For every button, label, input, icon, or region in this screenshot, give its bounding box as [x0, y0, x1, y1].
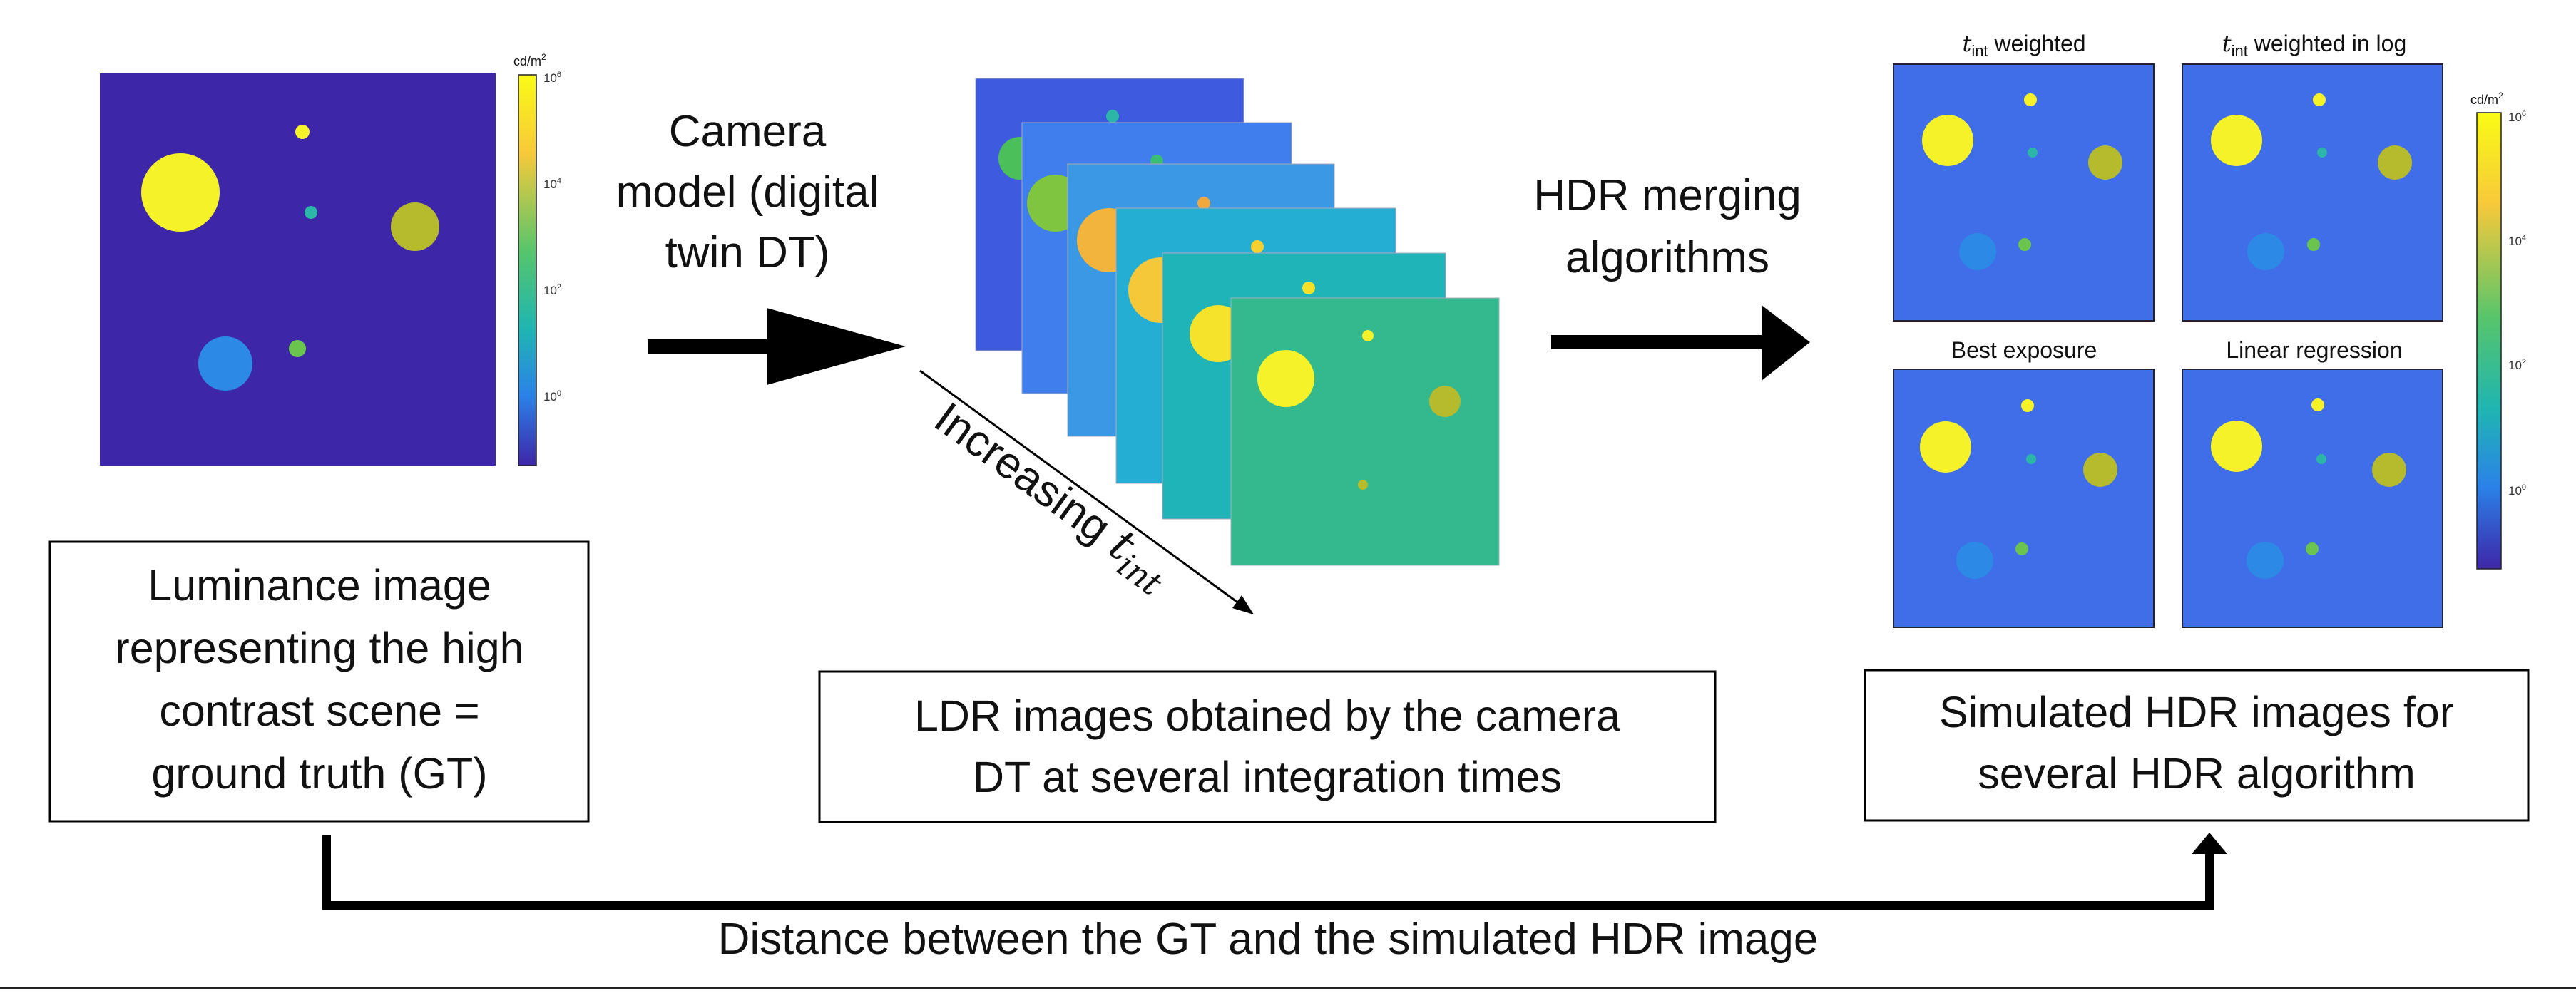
panel-title-bl: Best exposure [1951, 337, 2097, 363]
gt-caption-line-3: contrast scene = [159, 686, 479, 735]
hdr-panel-tr: tint weighted in log [2182, 30, 2443, 322]
hdr-panel-tl: tint weighted [1893, 30, 2155, 322]
gt-colorbar-unit: cd/m2 [513, 52, 546, 68]
gt-image [100, 73, 496, 466]
panel-title-tr: tint weighted in log [2222, 30, 2406, 60]
hdr-merging-line-1: HDR merging [1533, 171, 1801, 220]
gt-caption-line-1: Luminance image [148, 561, 491, 610]
hdr-colorbar: cd/m2 106 104 102 100 [2470, 91, 2526, 570]
hdr-caption-line-2: several HDR algorithm [1978, 749, 2416, 798]
hdr-merging-label: HDR merging algorithms [1533, 171, 1801, 282]
gt-colorbar-tick-6: 106 [543, 71, 561, 85]
hdr-panel-br: Linear regression [2182, 337, 2443, 628]
gt-caption-line-4: ground truth (GT) [151, 749, 487, 798]
ldr-stack [975, 78, 1500, 566]
camera-model-line-3: twin DT) [665, 228, 830, 277]
camera-model-line-2: model (digital [616, 168, 879, 217]
arrow-hdr-merging [1551, 305, 1810, 381]
gt-colorbar-tick-4: 104 [543, 177, 561, 191]
hdr-panel-bl: Best exposure [1893, 337, 2155, 628]
hdr-colorbar-gradient [2476, 112, 2502, 570]
gt-colorbar: cd/m2 106 104 102 100 [513, 52, 561, 466]
ldr-caption-line-1: LDR images obtained by the camera [914, 691, 1620, 740]
hdr-caption-box: Simulated HDR images for several HDR alg… [1864, 669, 2530, 822]
distance-connector [322, 833, 2227, 910]
camera-model-line-1: Camera [669, 107, 827, 156]
gt-caption-box: Luminance image representing the high co… [48, 540, 590, 823]
gt-circle-green [289, 340, 306, 357]
gt-circle-small-top [295, 125, 310, 139]
gt-circle-blue [198, 336, 252, 391]
arrow-camera-model [648, 308, 906, 385]
gt-circle-tiny-center [305, 206, 317, 219]
gt-circle-large [141, 153, 220, 232]
gt-colorbar-tick-2: 102 [543, 283, 561, 297]
hdr-colorbar-tick-6: 106 [2508, 110, 2526, 124]
gt-colorbar-gradient [518, 74, 537, 466]
hdr-merging-line-2: algorithms [1565, 233, 1769, 282]
hdr-colorbar-tick-2: 102 [2508, 358, 2526, 372]
ldr-caption-line-2: DT at several integration times [973, 753, 1562, 801]
gt-background [100, 73, 496, 466]
distance-label: Distance between the GT and the simulate… [718, 915, 1819, 964]
bottom-rule [0, 987, 2576, 989]
gt-circle-olive [391, 202, 439, 251]
gt-colorbar-tick-0: 100 [543, 389, 561, 403]
hdr-colorbar-unit: cd/m2 [2470, 91, 2503, 107]
ldr-image-6 [1230, 297, 1500, 566]
panel-title-tl: tint weighted [1962, 30, 2085, 60]
gt-caption-line-2: representing the high [115, 624, 523, 672]
hdr-caption-line-1: Simulated HDR images for [1939, 688, 2454, 736]
camera-model-label: Camera model (digital twin DT) [616, 107, 879, 277]
panel-title-br: Linear regression [2226, 337, 2402, 363]
hdr-colorbar-tick-4: 104 [2508, 234, 2526, 248]
hdr-colorbar-tick-0: 100 [2508, 483, 2526, 498]
ldr-caption-box: LDR images obtained by the camera DT at … [818, 670, 1717, 823]
